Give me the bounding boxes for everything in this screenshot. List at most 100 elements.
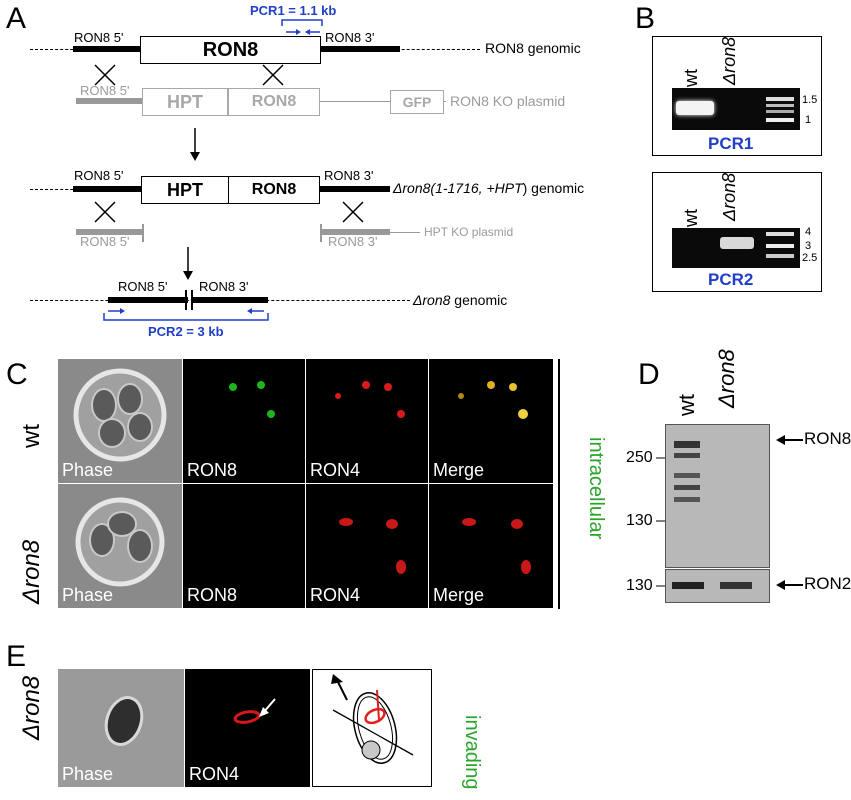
pcr1-delta-text: Δron8 xyxy=(719,36,739,85)
pcr2-delta-lane-label: Δron8 xyxy=(719,173,740,221)
c-delta-merge-image xyxy=(462,518,531,574)
ko-ron8-5-label: RON8 5' xyxy=(80,83,130,98)
c-wt-phase-image xyxy=(58,359,182,483)
e-schematic-image xyxy=(331,674,414,764)
c-delta-ron4-image xyxy=(339,518,406,574)
delta-hpt-genomic-suffix: ) genomic xyxy=(522,180,585,196)
c-wt-row-label: wt xyxy=(18,424,45,448)
ron8-fragment-label: RON8 xyxy=(251,181,297,198)
ron8-genomic-label: RON8 genomic xyxy=(485,40,581,56)
d-marker-130-bottom: 130 xyxy=(626,577,653,594)
pcr1-wt-lane-label: wt xyxy=(681,69,701,87)
c-wt-phase-caption: Phase xyxy=(62,460,114,480)
ron8-5-arm xyxy=(73,46,141,52)
ko-plasmid-label: RON8 KO plasmid xyxy=(450,93,566,109)
pcr1-ladder-band-3 xyxy=(766,110,794,113)
ko-ron8-label: RON8 xyxy=(251,93,297,110)
hpt-ko-plasmid-label: HPT KO plasmid xyxy=(424,225,514,239)
pcr2-ladder-band-2 xyxy=(766,244,794,248)
panel-label-a: A xyxy=(6,2,27,35)
hpt-box: HPT xyxy=(141,176,229,204)
hpt-ko-line-right xyxy=(390,232,420,233)
hpt-ko-3-end xyxy=(320,224,322,242)
c-delta-ron8-tile: RON8 xyxy=(183,484,305,608)
pcr2-ladder-band-3 xyxy=(766,254,794,258)
e-ron4-tile: RON4 xyxy=(185,669,310,787)
ron8-3-arm xyxy=(321,46,400,52)
pcr2-gel-label: PCR2 xyxy=(708,270,754,289)
d-marker-250: 250 xyxy=(626,449,653,466)
e-phase-tile: Phase xyxy=(58,669,184,787)
c-wt-ron4-caption: RON4 xyxy=(310,460,361,480)
e-ron4-caption: RON4 xyxy=(189,764,240,784)
gfp-label: GFP xyxy=(402,94,432,110)
c-wt-merge-image xyxy=(458,381,528,419)
ko-ron8-box: RON8 xyxy=(228,88,320,116)
pcr1-ladder-band-2 xyxy=(766,104,794,107)
c-wt-ron8-tile: RON8 xyxy=(183,359,305,483)
pcr1-bracket xyxy=(281,19,323,35)
crossover-2 xyxy=(262,64,284,86)
hpt-ko-3-label: RON8 3' xyxy=(328,234,378,249)
c-delta-merge-caption: Merge xyxy=(433,585,485,605)
c-wt-ron4-tile: RON4 xyxy=(306,359,428,483)
ron8-fragment-box: RON8 xyxy=(228,176,320,204)
pcr2-delta-text: Δron8 xyxy=(719,172,739,221)
d-blot-top-image xyxy=(674,441,700,502)
c-delta-phase-tile: Phase xyxy=(58,484,182,608)
d-marker-ticks xyxy=(656,457,665,587)
e-schematic xyxy=(312,669,432,787)
delta-hpt-genomic-label: Δron8(1-1716, +HPT) genomic xyxy=(393,180,584,196)
c-delta-text: Δron8 xyxy=(18,539,45,604)
hpt-ron8-5-label: RON8 5' xyxy=(74,168,124,183)
ko-hpt-label: HPT xyxy=(167,91,203,112)
final-ron8-3-label: RON8 3' xyxy=(199,279,249,294)
pcr1-ladder-band-4 xyxy=(766,118,794,122)
down-arrow-2 xyxy=(183,247,193,280)
d-marker-130-top: 130 xyxy=(626,512,653,529)
pcr1-wt-band xyxy=(676,101,714,115)
pcr1-gel-label: PCR1 xyxy=(708,134,754,153)
d-ron2-label: RON2 xyxy=(804,574,851,593)
c-delta-ron4-caption: RON4 xyxy=(310,585,361,605)
c-delta-ron4-tile: RON4 xyxy=(306,484,428,608)
junction-line-2 xyxy=(191,290,193,310)
delta-genomic-name: Δron8 xyxy=(413,292,451,308)
hpt-label: HPT xyxy=(167,179,203,200)
e-invading-label: invading xyxy=(461,715,483,790)
pcr2-ladder-3: 3 xyxy=(805,240,812,252)
pcr1-delta-lane-label: Δron8 xyxy=(719,37,740,85)
c-delta-merge-tile: Merge xyxy=(429,484,553,608)
crossover-3 xyxy=(94,201,116,223)
hpt-ron8-3-label: RON8 3' xyxy=(324,168,374,183)
d-blot-bottom xyxy=(665,569,770,603)
hpt-ko-3-arm xyxy=(320,229,390,235)
hpt-ron8-3-arm xyxy=(320,186,390,192)
pcr1-ladder-band-1 xyxy=(766,97,794,101)
pcr2-wt-lane-label: wt xyxy=(681,209,701,227)
final-ron8-3-arm xyxy=(191,297,268,303)
c-delta-row-label: Δron8 xyxy=(18,540,46,604)
c-intracellular-label: intracellular xyxy=(585,437,607,540)
c-wt-ron4-image xyxy=(335,381,405,418)
pcr2-bracket xyxy=(103,308,269,321)
c-wt-merge-tile: Merge xyxy=(429,359,553,483)
d-delta-lane-label: Δron8 xyxy=(714,349,740,408)
d-blot-top xyxy=(665,424,770,568)
pcr1-ladder-1: 1 xyxy=(805,114,812,126)
delta-genomic-suffix: genomic xyxy=(450,292,508,308)
ron8-gene-box: RON8 xyxy=(140,36,321,64)
pcr2-ladder-band-1 xyxy=(766,232,794,236)
c-wt-merge-caption: Merge xyxy=(433,460,485,480)
ko-ron8-5-arm xyxy=(76,98,142,104)
panel-label-c: C xyxy=(6,358,28,391)
hpt-ron8-5-arm xyxy=(73,186,141,192)
c-wt-ron8-caption: RON8 xyxy=(187,460,238,480)
c-delta-phase-image xyxy=(58,484,182,608)
ko-hpt-box: HPT xyxy=(142,88,228,116)
c-wt-ron8-image xyxy=(229,381,275,418)
e-ron4-image xyxy=(233,698,276,724)
e-phase-caption: Phase xyxy=(62,764,114,784)
final-ron8-5-label: RON8 5' xyxy=(118,279,168,294)
gfp-box: GFP xyxy=(390,90,444,114)
